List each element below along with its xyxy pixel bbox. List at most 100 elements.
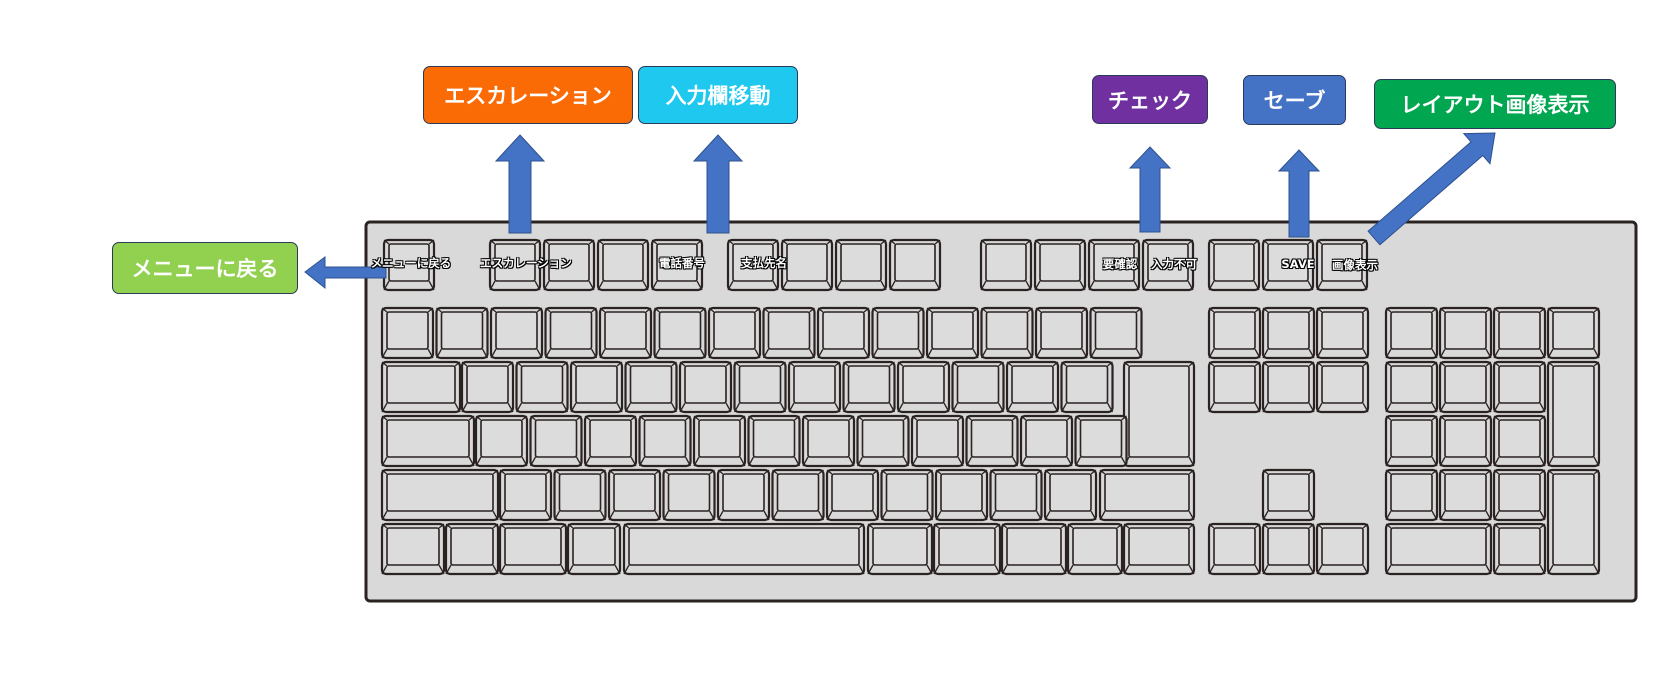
key-tab bbox=[380, 360, 462, 414]
key-alpha bbox=[583, 414, 638, 468]
key-alpha bbox=[1043, 468, 1098, 522]
key-alpha bbox=[607, 468, 662, 522]
key-label-prtsc: SAVE bbox=[1281, 257, 1315, 271]
key-function bbox=[596, 238, 650, 292]
callout-menu: メニューに戻る bbox=[112, 242, 298, 294]
key-alpha bbox=[989, 468, 1043, 522]
key-number-row bbox=[980, 306, 1034, 360]
key-numpad-plus bbox=[1546, 360, 1601, 468]
key-nav bbox=[1207, 238, 1261, 292]
arrow-menu bbox=[304, 256, 387, 290]
key-alpha bbox=[934, 468, 989, 522]
key-numpad bbox=[1384, 414, 1439, 468]
key-nav bbox=[1315, 306, 1370, 360]
key-number-row bbox=[925, 306, 980, 360]
key-number-row bbox=[598, 306, 653, 360]
key-alpha bbox=[951, 360, 1005, 414]
key-alpha bbox=[910, 414, 965, 468]
key-alpha bbox=[771, 468, 825, 522]
key-alpha bbox=[747, 414, 801, 468]
key-label-esc: メニューに戻る bbox=[370, 256, 452, 270]
key-alpha bbox=[553, 468, 607, 522]
key-alpha bbox=[733, 360, 787, 414]
key-function bbox=[726, 238, 780, 292]
key-alpha bbox=[716, 468, 771, 522]
key-alpha bbox=[1060, 360, 1114, 414]
key-alpha bbox=[787, 360, 842, 414]
arrow-check bbox=[1128, 146, 1172, 233]
key-alpha bbox=[515, 360, 569, 414]
key-nav bbox=[1315, 238, 1369, 292]
key-number-row bbox=[871, 306, 925, 360]
key-space bbox=[622, 522, 866, 576]
key-numpad bbox=[1438, 468, 1493, 522]
key-numpad bbox=[1438, 360, 1493, 414]
key-number-row bbox=[435, 306, 489, 360]
key-arrow-up bbox=[1261, 468, 1316, 522]
key-arrow bbox=[1207, 522, 1262, 576]
key-label-f2: エスカレーション bbox=[480, 256, 572, 270]
key-numpad bbox=[1384, 468, 1439, 522]
callout-layout-image: レイアウト画像表示 bbox=[1374, 79, 1616, 129]
key-caps bbox=[380, 414, 476, 468]
key-numpad-enter bbox=[1546, 468, 1601, 576]
key-nav bbox=[1207, 360, 1262, 414]
key-alt-right bbox=[932, 522, 1002, 576]
key-numpad bbox=[1384, 306, 1439, 360]
key-nav bbox=[1315, 360, 1370, 414]
key-number-row bbox=[762, 306, 816, 360]
callout-escalation: エスカレーション bbox=[423, 66, 633, 124]
key-function bbox=[780, 238, 834, 292]
key-alpha bbox=[529, 414, 583, 468]
key-number-row bbox=[707, 306, 762, 360]
key-function bbox=[834, 238, 888, 292]
key-function bbox=[1141, 238, 1195, 292]
key-label-f6: 支払先名 bbox=[741, 256, 787, 270]
key-numpad-0 bbox=[1384, 522, 1493, 576]
key-nav bbox=[1261, 238, 1315, 292]
key-alpha bbox=[1019, 414, 1074, 468]
key-nav bbox=[1261, 306, 1316, 360]
arrow-save bbox=[1277, 149, 1321, 238]
key-shift-right bbox=[1098, 468, 1196, 522]
key-function bbox=[1087, 238, 1141, 292]
key-alpha bbox=[692, 414, 747, 468]
key-numpad bbox=[1492, 468, 1547, 522]
arrow-field-move bbox=[692, 134, 744, 234]
key-numpad bbox=[1546, 306, 1601, 360]
key-label-f11: 要確認 bbox=[1102, 257, 1138, 271]
key-number-row bbox=[1034, 306, 1089, 360]
key-alpha bbox=[474, 414, 529, 468]
key-esc bbox=[382, 238, 436, 292]
arrow-escalation bbox=[494, 134, 546, 234]
key-number-row bbox=[1089, 306, 1143, 360]
key-arrow bbox=[1315, 522, 1370, 576]
key-label-f12: 入力不可 bbox=[1151, 257, 1197, 271]
callout-save: セーブ bbox=[1243, 75, 1346, 125]
key-alpha bbox=[678, 360, 733, 414]
key-function bbox=[888, 238, 942, 292]
key-win bbox=[444, 522, 500, 576]
key-alpha bbox=[460, 360, 515, 414]
key-nav bbox=[1207, 306, 1262, 360]
key-function bbox=[542, 238, 596, 292]
key-function bbox=[488, 238, 542, 292]
key-alpha bbox=[662, 468, 716, 522]
key-muhenkan bbox=[566, 522, 622, 576]
arrow-layout-image bbox=[1367, 132, 1496, 246]
key-alpha bbox=[856, 414, 910, 468]
key-alpha bbox=[638, 414, 692, 468]
key-alpha bbox=[569, 360, 624, 414]
key-alpha bbox=[896, 360, 951, 414]
key-alt bbox=[498, 522, 568, 576]
key-alpha bbox=[842, 360, 896, 414]
key-ctrl-right bbox=[1122, 522, 1196, 576]
key-numpad bbox=[1384, 360, 1439, 414]
key-alpha bbox=[880, 468, 934, 522]
key-function bbox=[650, 238, 704, 292]
key-numpad bbox=[1492, 414, 1547, 468]
key-label-f5: 電話番号 bbox=[659, 256, 705, 270]
key-nav bbox=[1261, 360, 1316, 414]
